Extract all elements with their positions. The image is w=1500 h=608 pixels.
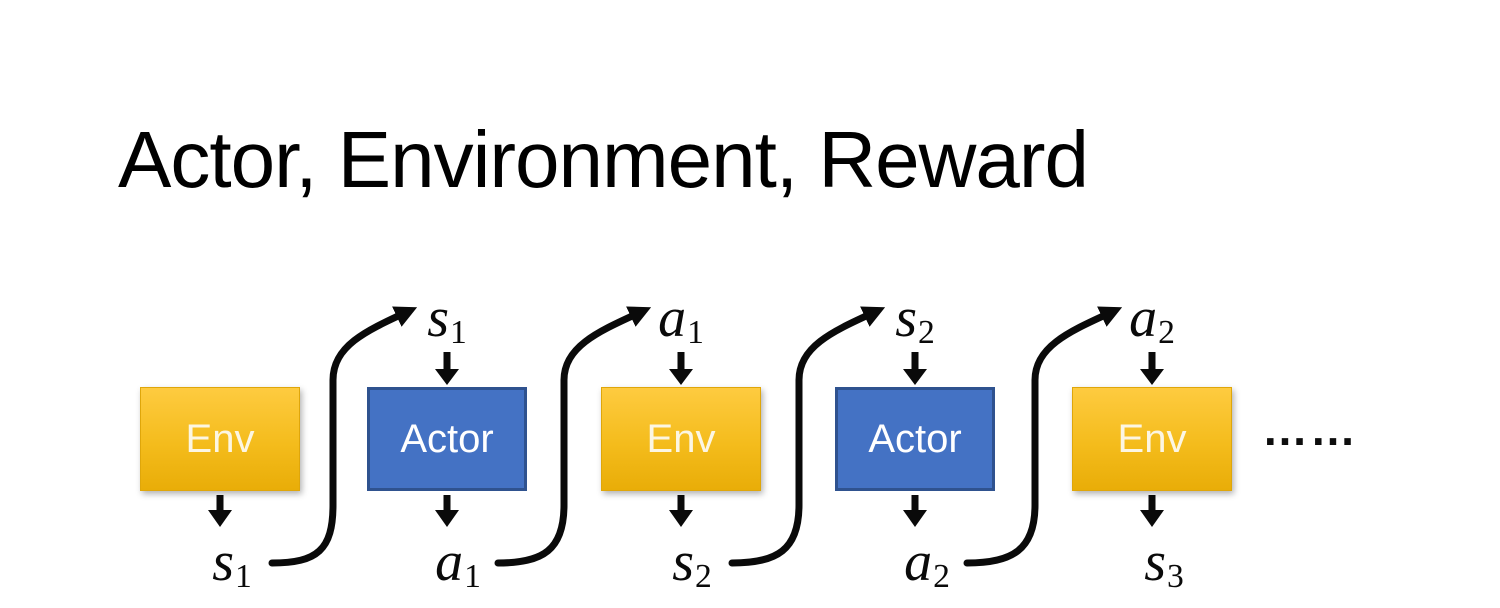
top-label-a1-base: a	[658, 287, 687, 349]
output-arrow-actor2-to-a2	[903, 495, 927, 527]
top-label-s2-sub: 2	[918, 314, 935, 352]
top-label-a1-sub: 1	[687, 314, 704, 352]
actor-box-2-label: Actor	[868, 417, 962, 461]
env-box-3-label: Env	[1117, 417, 1187, 461]
output-arrow-actor1-to-a1	[435, 495, 459, 527]
top-label-s1-base: s	[427, 287, 449, 349]
bottom-label-a1-sub: 1	[464, 558, 481, 596]
env-box-2-label: Env	[646, 417, 716, 461]
bottom-label-a1-base: a	[435, 531, 464, 593]
env-box-2: Env	[601, 387, 761, 491]
bottom-label-a2-sub: 2	[933, 558, 950, 596]
top-label-a2-sub: 2	[1158, 314, 1175, 352]
actor-box-1-label: Actor	[400, 417, 494, 461]
bottom-label-s3-sub: 3	[1167, 558, 1184, 596]
bottom-label-a1: a1	[408, 531, 508, 594]
input-arrow-s1-to-actor1	[435, 352, 459, 385]
bottom-label-s1-sub: 1	[235, 558, 252, 596]
input-arrow-a2-to-env3	[1140, 352, 1164, 385]
bottom-label-s2-sub: 2	[695, 558, 712, 596]
top-label-s2: s2	[865, 287, 965, 350]
top-label-a2-base: a	[1129, 287, 1158, 349]
input-arrow-a1-to-env2	[669, 352, 693, 385]
output-arrow-env1-to-s1	[208, 495, 232, 527]
top-label-s2-base: s	[895, 287, 917, 349]
env-box-1: Env	[140, 387, 300, 491]
bottom-label-s1: s1	[182, 531, 282, 594]
bottom-label-a2: a2	[877, 531, 977, 594]
bottom-label-s2: s2	[642, 531, 742, 594]
env-box-1-label: Env	[185, 417, 255, 461]
top-label-a2: a2	[1102, 287, 1202, 350]
env-box-3: Env	[1072, 387, 1232, 491]
output-arrow-env2-to-s2	[669, 495, 693, 527]
bottom-label-s3: s3	[1114, 531, 1214, 594]
slide-title: Actor, Environment, Reward	[118, 115, 1089, 204]
continuation-ellipsis: ……	[1262, 403, 1358, 455]
top-label-s1: s1	[397, 287, 497, 350]
bottom-label-s3-base: s	[1144, 531, 1166, 593]
input-arrow-s2-to-actor2	[903, 352, 927, 385]
bottom-label-s1-base: s	[212, 531, 234, 593]
output-arrow-env3-to-s3	[1140, 495, 1164, 527]
bottom-label-a2-base: a	[904, 531, 933, 593]
actor-box-2: Actor	[835, 387, 995, 491]
bottom-label-s2-base: s	[672, 531, 694, 593]
top-label-a1: a1	[631, 287, 731, 350]
top-label-s1-sub: 1	[450, 314, 467, 352]
actor-box-1: Actor	[367, 387, 527, 491]
